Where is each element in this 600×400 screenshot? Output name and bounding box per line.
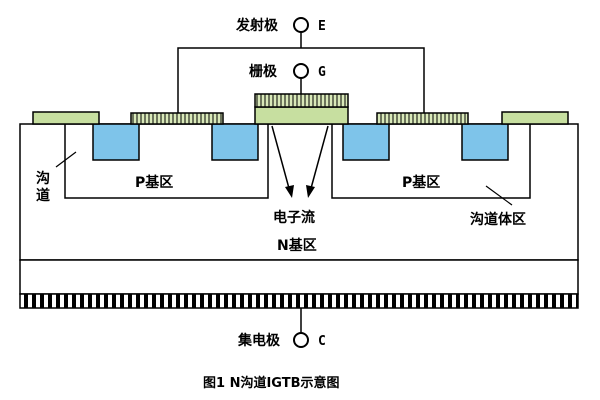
- gate-oxide: [254, 106, 349, 125]
- channel-body-label: 沟道体区: [470, 211, 526, 228]
- electron-flow-arrow-right: [309, 125, 329, 193]
- buffer-layer: [19, 259, 579, 295]
- n-plus-left-1: [92, 123, 140, 161]
- electron-flow-arrow-left: [271, 125, 291, 193]
- n-plus-left-2: [211, 123, 259, 161]
- emitter-metal-left: [130, 112, 224, 125]
- gate-terminal-icon: [293, 63, 309, 79]
- p-base-left: [64, 124, 269, 199]
- emitter-terminal-icon: [293, 17, 309, 33]
- collector-terminal-icon: [293, 332, 309, 348]
- p-base-left-label: P基区: [135, 174, 173, 191]
- collector-letter: C: [318, 334, 326, 349]
- figure-caption: 图1 N沟道IGTB示意图: [203, 375, 340, 391]
- emitter-letter: E: [318, 19, 326, 34]
- channel-body-leader: [485, 185, 513, 206]
- n-base-label: N基区: [277, 237, 317, 254]
- gate-letter: G: [318, 65, 326, 80]
- emitter-contact-left: [32, 111, 100, 125]
- electron-flow-arrowhead-right: [306, 185, 315, 198]
- electron-flow-label: 电子流: [273, 209, 315, 226]
- electron-flow-arrowhead-left: [285, 185, 294, 198]
- emitter-metal-right: [376, 112, 469, 125]
- channel-leader: [55, 151, 77, 168]
- emitter-label: 发射极: [235, 17, 279, 34]
- gate-electrode: [254, 93, 349, 108]
- n-plus-right-1: [342, 123, 390, 161]
- n-plus-right-2: [461, 123, 509, 161]
- p-base-right-label: P基区: [402, 174, 440, 191]
- gate-label: 栅极: [249, 63, 278, 80]
- channel-label-line2: 道: [36, 187, 50, 204]
- emitter-contact-right: [501, 111, 569, 125]
- collector-layer: [19, 293, 579, 309]
- p-base-right: [331, 124, 531, 199]
- channel-label-line1: 沟: [36, 170, 50, 187]
- collector-label: 集电极: [237, 332, 281, 349]
